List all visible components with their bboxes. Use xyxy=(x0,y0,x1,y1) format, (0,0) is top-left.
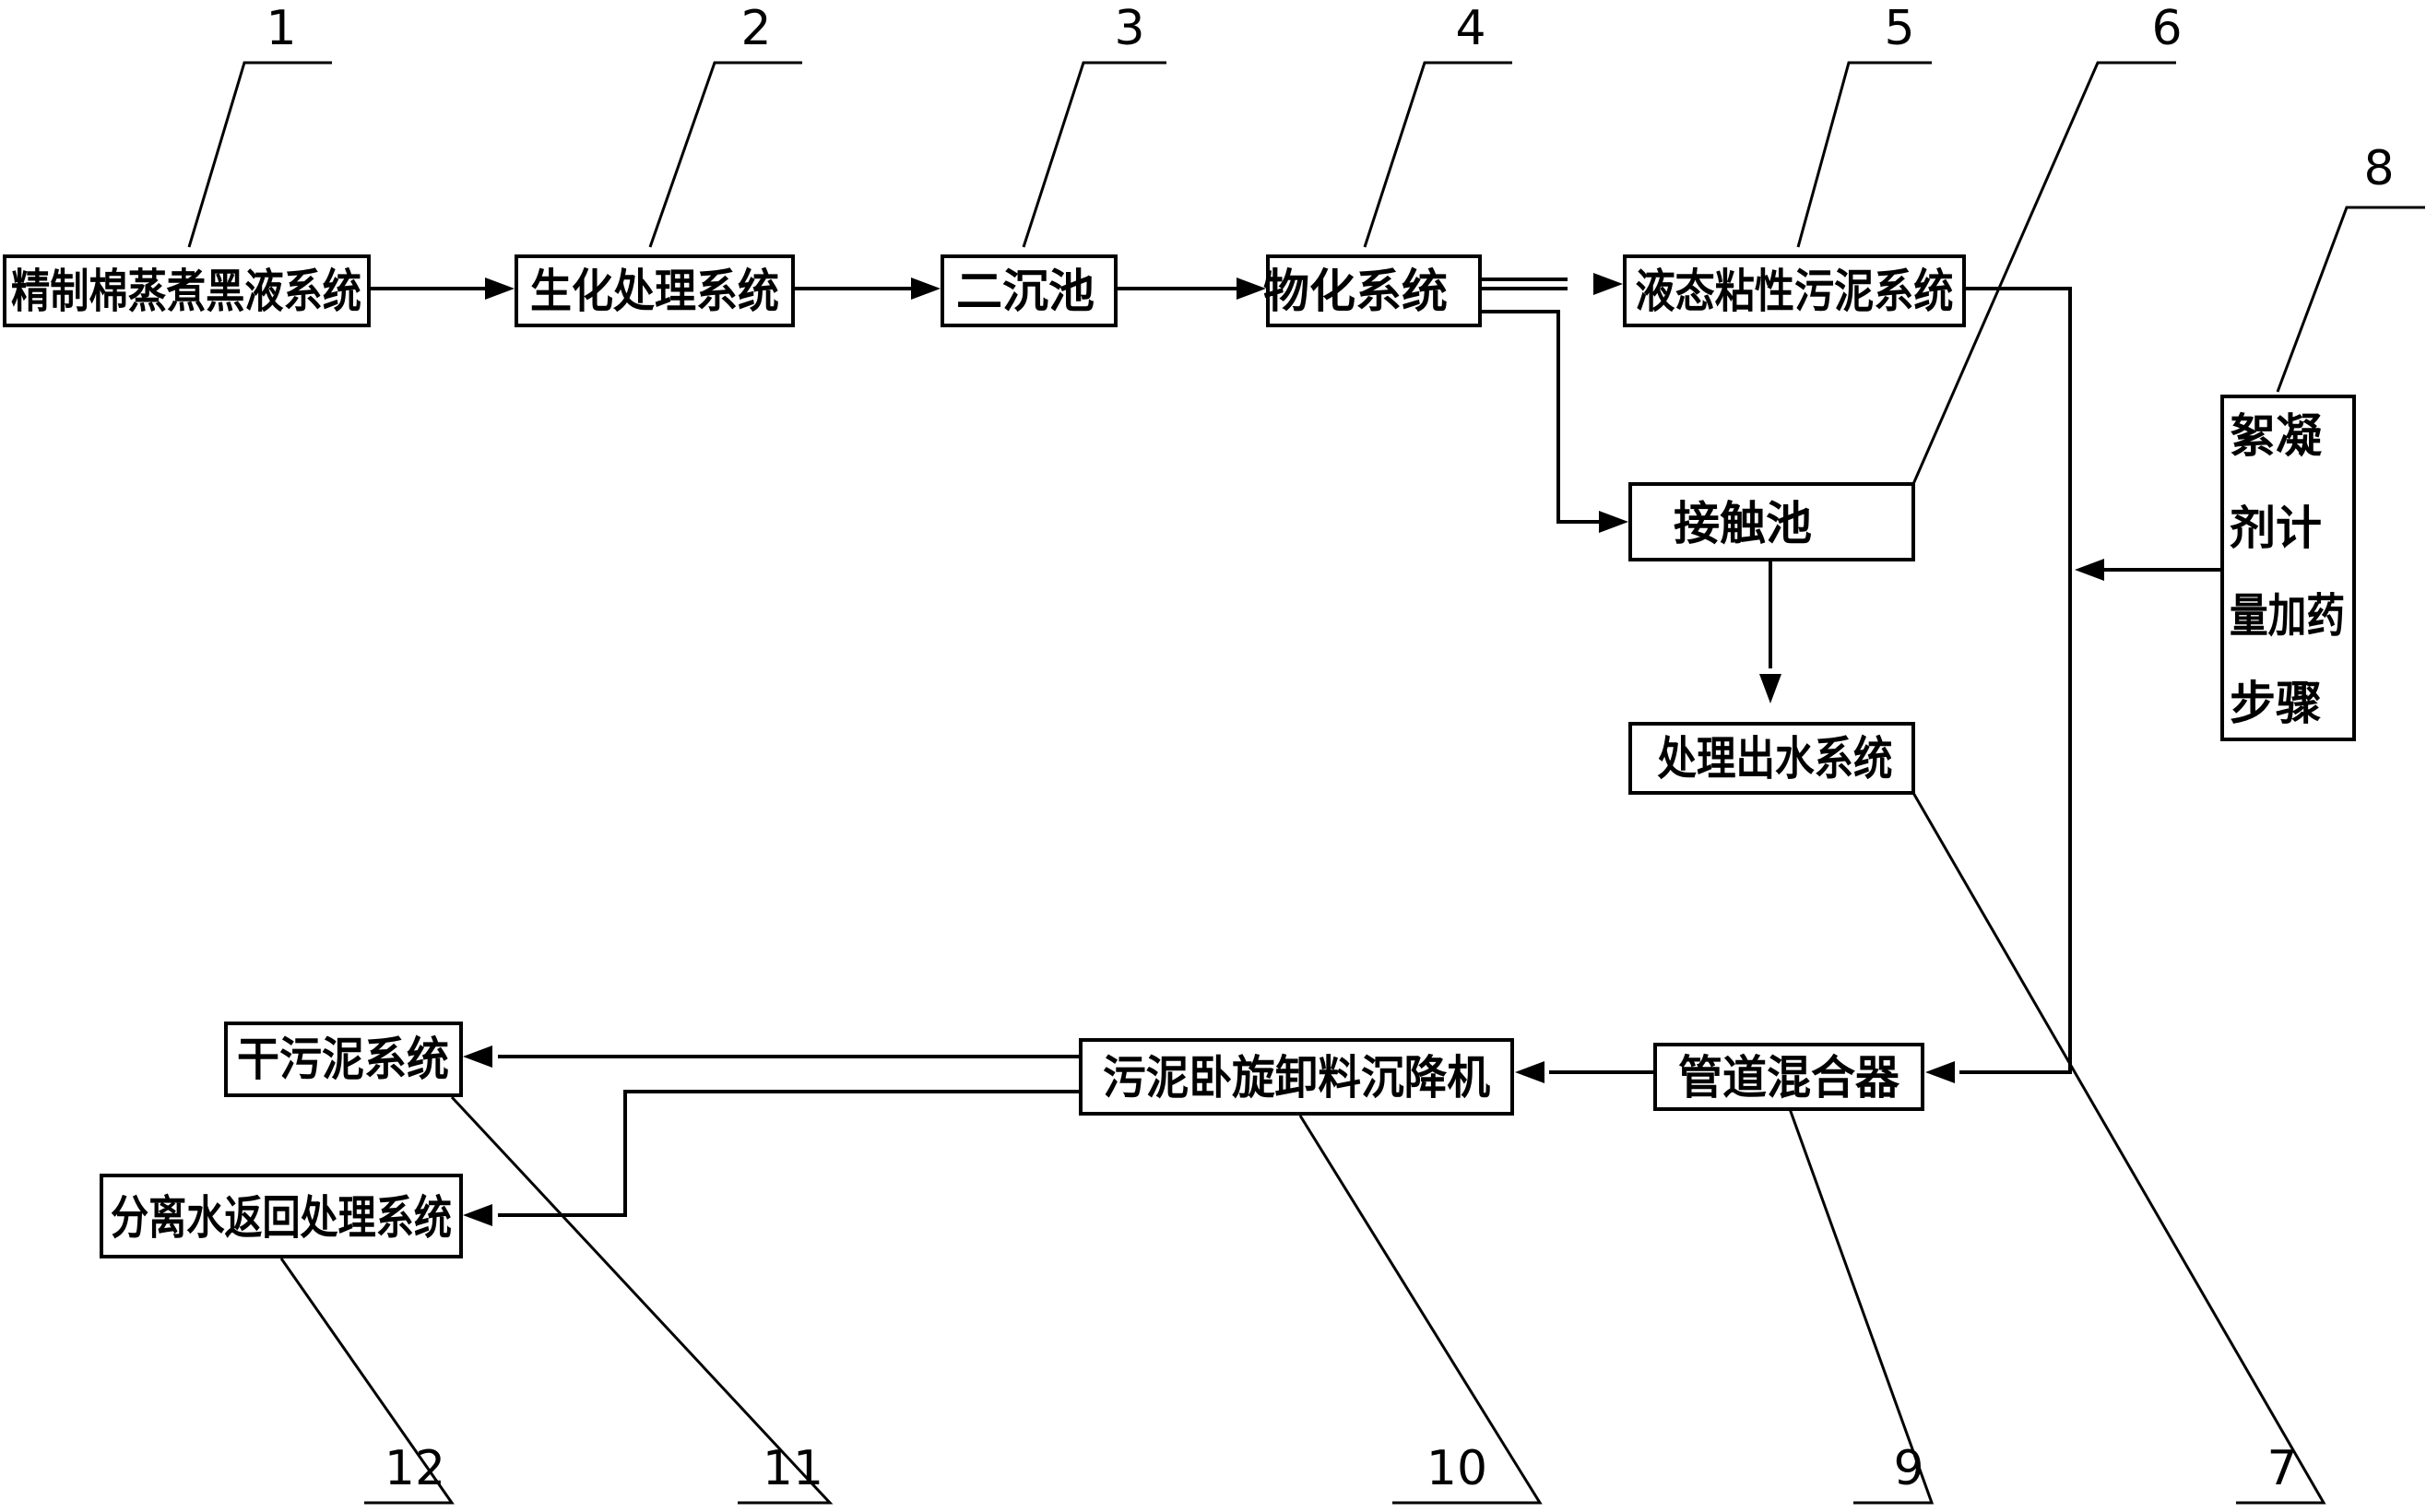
leader-5 xyxy=(1796,61,1932,248)
box-10: 污泥卧旋卸料沉降机 xyxy=(1079,1038,1514,1116)
box-1: 精制棉蒸煮黑液系统 xyxy=(3,254,371,327)
leader-8 xyxy=(2276,206,2425,393)
wire-10-12 xyxy=(498,1090,1079,1217)
box-8-line-2: 剂计 xyxy=(2230,502,2322,555)
ref-number-9: 9 xyxy=(1893,1441,1923,1496)
ref-number-5: 5 xyxy=(1884,1,1914,56)
ref-number-6: 6 xyxy=(2151,1,2182,56)
box-5: 液态粘性污泥系统 xyxy=(1623,254,1966,327)
wire-4-6 xyxy=(1480,310,1609,524)
leader-9 xyxy=(1787,1105,1935,1505)
box-8-line-3: 量加药 xyxy=(2230,589,2345,643)
arrow-to-5 xyxy=(1593,273,1623,295)
box-2: 生化处理系统 xyxy=(515,254,795,327)
ref-number-8: 8 xyxy=(2363,141,2394,196)
box-8-line-1: 絮凝 xyxy=(2230,409,2322,463)
arrow-to-7 xyxy=(1759,674,1781,703)
leader-6 xyxy=(1911,61,2176,485)
leader-11 xyxy=(450,1095,834,1505)
box-11: 干污泥系统 xyxy=(224,1022,463,1097)
arrowheads xyxy=(463,273,2104,1226)
box-12-label: 分离水返回处理系统 xyxy=(111,1191,452,1245)
leader-lines xyxy=(187,61,2425,1505)
ref-number-10: 10 xyxy=(1426,1441,1487,1496)
arrow-to-3 xyxy=(911,278,941,300)
arrow-to-11 xyxy=(463,1045,492,1068)
box-9-label: 管道混合器 xyxy=(1678,1051,1900,1104)
arrow-to-12 xyxy=(463,1204,492,1226)
flow-wires xyxy=(369,278,2222,1217)
arrow-to-6 xyxy=(1599,511,1628,533)
ref-number-4: 4 xyxy=(1455,1,1485,56)
box-8-line-4: 步骤 xyxy=(2230,677,2322,730)
box-11-label: 干污泥系统 xyxy=(237,1033,449,1086)
box-3-label: 二沉池 xyxy=(956,265,1095,318)
box-6-label: 接触池 xyxy=(1674,497,1812,550)
arrow-to-9 xyxy=(1925,1061,1955,1083)
leader-4 xyxy=(1363,61,1512,248)
ref-number-3: 3 xyxy=(1114,1,1144,56)
box-10-label: 污泥卧旋卸料沉降机 xyxy=(1103,1051,1490,1104)
box-7: 处理出水系统 xyxy=(1628,722,1915,795)
ref-number-1: 1 xyxy=(266,1,296,56)
box-12: 分离水返回处理系统 xyxy=(100,1174,463,1258)
box-6: 接触池 xyxy=(1628,482,1915,561)
box-1-label: 精制棉蒸煮黑液系统 xyxy=(11,265,361,318)
box-2-label: 生化处理系统 xyxy=(530,265,779,318)
box-5-label: 液态粘性污泥系统 xyxy=(1636,265,1954,318)
leader-1 xyxy=(187,61,332,248)
box-3: 二沉池 xyxy=(941,254,1118,327)
ref-number-7: 7 xyxy=(2266,1441,2297,1496)
arrow-from-8 xyxy=(2075,559,2104,581)
arrow-to-2 xyxy=(485,278,515,300)
wire-5-9 xyxy=(1959,287,2072,1074)
ref-number-11: 11 xyxy=(763,1441,823,1496)
leader-3 xyxy=(1022,61,1166,248)
arrow-to-4 xyxy=(1237,278,1266,300)
reference-numbers: 1 2 3 4 5 6 8 12 11 10 9 7 xyxy=(266,1,2394,1496)
box-4: 物化系统 xyxy=(1263,254,1482,327)
box-9: 管道混合器 xyxy=(1653,1043,1924,1111)
box-4-label: 物化系统 xyxy=(1263,265,1448,318)
box-8: 絮凝 剂计 量加药 步骤 xyxy=(2220,395,2356,741)
ref-number-12: 12 xyxy=(385,1441,445,1496)
box-7-label: 处理出水系统 xyxy=(1658,732,1893,786)
leader-10 xyxy=(1298,1115,1543,1505)
leader-2 xyxy=(648,61,802,248)
ref-number-2: 2 xyxy=(740,1,771,56)
leader-7 xyxy=(1911,792,2326,1505)
leader-12 xyxy=(279,1258,455,1505)
arrow-to-10 xyxy=(1515,1061,1544,1083)
